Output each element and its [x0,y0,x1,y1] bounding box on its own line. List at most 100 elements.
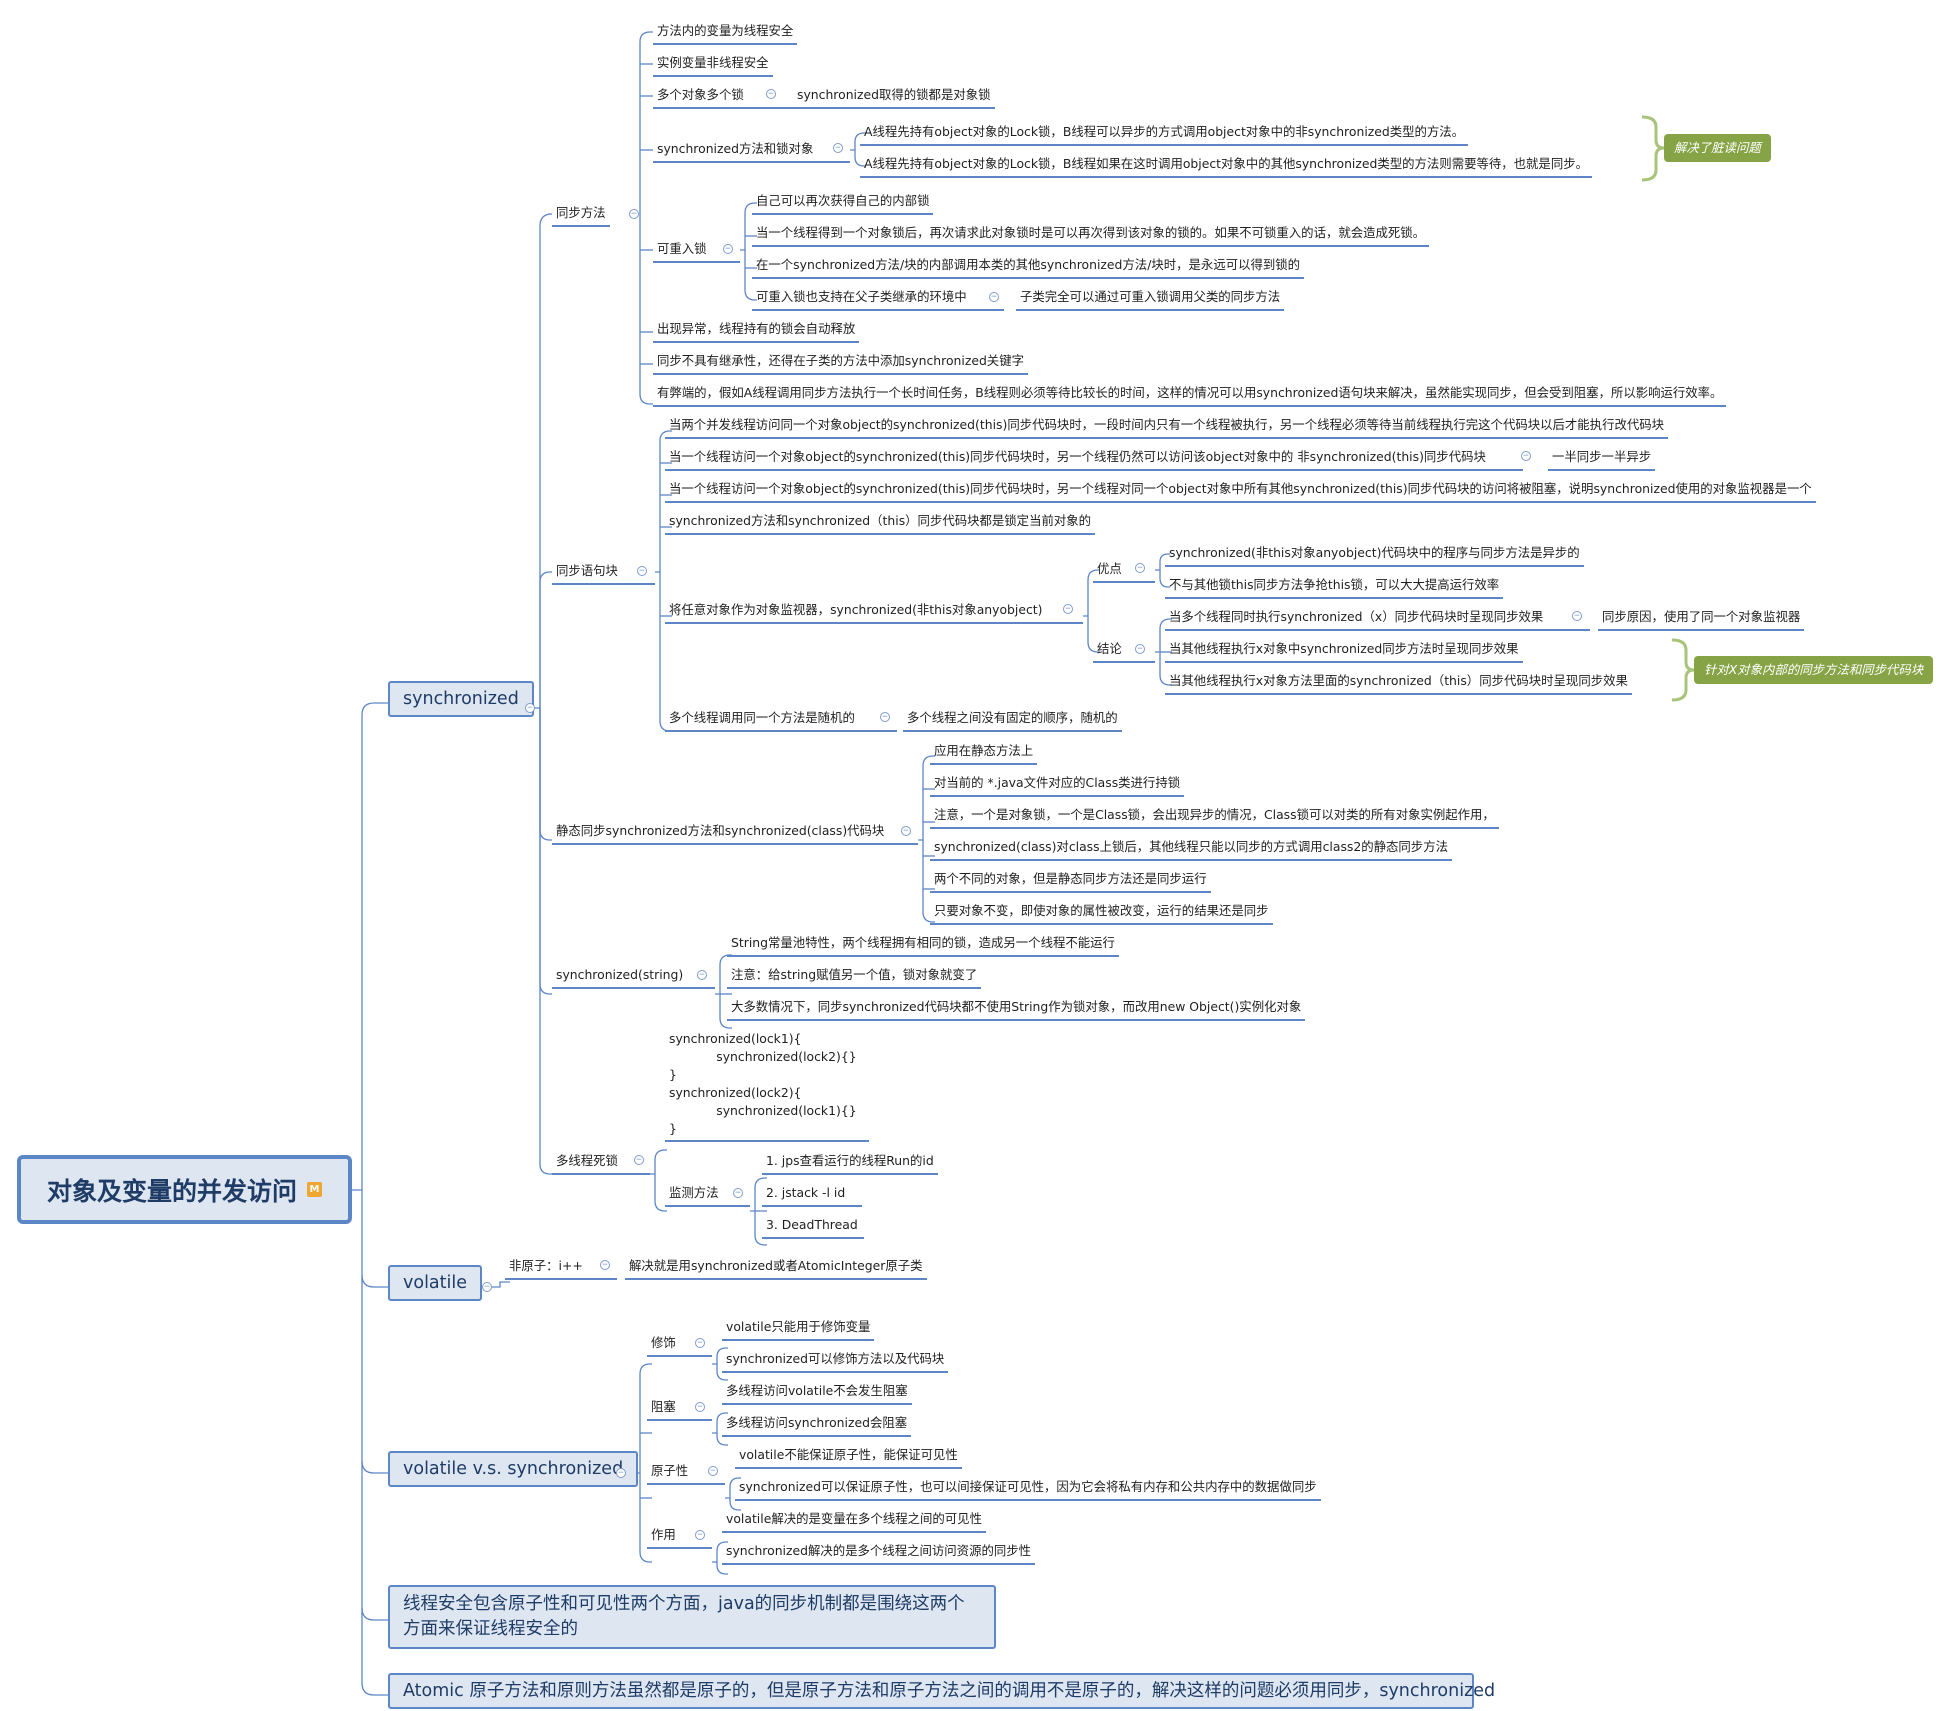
root-topic[interactable]: 对象及变量的并发访问 M [17,1155,352,1224]
node-block[interactable]: 阻塞 [647,1398,712,1421]
node-reentrant-2[interactable]: 当一个线程得到一个对象锁后，再次请求此对象锁时是可以再次得到该对象的锁的。如果不… [752,224,1430,247]
topic-vs-label: volatile v.s. synchronized [403,1459,624,1479]
node-atomicity[interactable]: 原子性 [647,1462,725,1485]
collapse-toggle-icon[interactable]: − [880,712,890,722]
node-effect[interactable]: 作用 [647,1526,712,1549]
node-static-4[interactable]: synchronized(class)对class上锁后，其他线程只能以同步的方… [930,838,1452,861]
node-pros-1[interactable]: synchronized(非this对象anyobject)代码块中的程序与同步… [1165,544,1584,567]
node-atomicity-1[interactable]: volatile不能保证原子性，能保证可见性 [735,1446,962,1469]
node-deadlock[interactable]: 多线程死锁 [552,1152,650,1175]
node-conc-1-child[interactable]: 同步原因，使用了同一个对象监视器 [1598,608,1805,631]
node-static-sync[interactable]: 静态同步synchronized方法和synchronized(class)代码… [552,822,918,845]
node-reentrant-3[interactable]: 在一个synchronized方法/块的内部调用本类的其他synchronize… [752,256,1305,279]
node-conc-1[interactable]: 当多个线程同时执行synchronized（x）同步代码块时呈现同步效果 [1165,608,1590,631]
node-monitor-3[interactable]: 3. DeadThread [762,1216,864,1239]
node-multi-obj[interactable]: 多个对象多个锁 [653,86,793,109]
node-sync-method[interactable]: 同步方法 [552,204,610,227]
collapse-toggle-icon[interactable]: − [629,209,639,219]
node-effect-1[interactable]: volatile解决的是变量在多个线程之间的可见性 [722,1510,986,1533]
node-static-3[interactable]: 注意，一个是对象锁，一个是Class锁，会出现异步的情况，Class锁可以对类的… [930,806,1499,829]
node-string-3[interactable]: 大多数情况下，同步synchronized代码块都不使用String作为锁对象，… [727,998,1306,1021]
node-multi-obj-child[interactable]: synchronized取得的锁都是对象锁 [793,86,995,109]
collapse-toggle-icon[interactable]: − [1521,451,1531,461]
node-block-1[interactable]: 当两个并发线程访问同一个对象object的synchronized(this)同… [665,416,1669,439]
node-reentrant-1[interactable]: 自己可以再次获得自己的内部锁 [752,192,934,215]
node-block-5[interactable]: 将任意对象作为对象监视器，synchronized(非this对象anyobje… [665,601,1083,624]
node-reentrant-4[interactable]: 可重入锁也支持在父子类继承的环境中 [752,288,1004,311]
node-exception[interactable]: 出现异常，线程持有的锁会自动释放 [653,320,860,343]
node-modifier[interactable]: 修饰 [647,1334,712,1357]
topic-thread-safety[interactable]: 线程安全包含原子性和可见性两个方面，java的同步机制都是围绕这两个方面来保证线… [388,1585,996,1649]
node-drawback[interactable]: 有弊端的，假如A线程调用同步方法执行一个长时间任务，B线程则必须等待比较长的时间… [653,384,1727,407]
topic-volatile[interactable]: volatile [388,1265,483,1301]
node-block-2-vs[interactable]: 多线程访问synchronized会阻塞 [722,1414,912,1437]
node-monitor-1[interactable]: 1. jps查看运行的线程Run的id [762,1152,938,1175]
node-block-2-child[interactable]: 一半同步一半异步 [1548,448,1656,471]
collapse-toggle-icon[interactable]: − [708,1466,718,1476]
node-block-1-vs[interactable]: 多线程访问volatile不会发生阻塞 [722,1382,912,1405]
collapse-toggle-icon[interactable]: − [697,970,707,980]
collapse-toggle-icon[interactable]: − [634,1155,644,1165]
collapse-toggle-icon[interactable]: − [1135,563,1145,573]
node-block-2[interactable]: 当一个线程访问一个对象object的synchronized(this)同步代码… [665,448,1523,471]
collapse-toggle-icon[interactable]: − [637,566,647,576]
node-method-lock[interactable]: synchronized方法和锁对象 [653,140,850,163]
node-atomicity-2[interactable]: synchronized可以保证原子性，也可以间接保证可见性，因为它会将私有内存… [735,1478,1321,1501]
collapse-toggle-icon[interactable]: − [833,143,843,153]
collapse-toggle-icon[interactable]: − [1063,604,1073,614]
root-title: 对象及变量的并发访问 [46,1176,297,1206]
collapse-toggle-icon[interactable]: − [525,703,535,713]
node-reentrant[interactable]: 可重入锁 [653,240,740,263]
node-method-lock-b[interactable]: A线程先持有object对象的Lock锁，B线程如果在这时调用object对象中… [860,155,1592,178]
node-pros-2[interactable]: 不与其他锁this同步方法争抢this锁，可以大大提高运行效率 [1165,576,1504,599]
collapse-toggle-icon[interactable]: − [695,1402,705,1412]
node-static-5[interactable]: 两个不同的对象，但是静态同步方法还是同步运行 [930,870,1211,893]
node-monitor[interactable]: 监测方法 [665,1184,750,1207]
node-non-atomic[interactable]: 非原子：i++ [505,1257,617,1280]
node-conc-3[interactable]: 当其他线程执行x对象方法里面的synchronized（this）同步代码块时呈… [1165,672,1632,695]
node-block-6-child[interactable]: 多个线程之间没有固定的顺序，随机的 [903,709,1122,732]
collapse-toggle-icon[interactable]: − [616,1468,626,1478]
topic-atomic[interactable]: Atomic 原子方法和原则方法虽然都是原子的，但是原子方法和原子方法之间的调用… [388,1673,1495,1709]
node-conclusion[interactable]: 结论 [1093,640,1155,663]
node-modifier-1[interactable]: volatile只能用于修饰变量 [722,1318,875,1341]
node-monitor-2[interactable]: 2. jstack -l id [762,1184,862,1207]
topic-synchronized-label: synchronized [403,689,519,709]
node-static-1[interactable]: 应用在静态方法上 [930,742,1038,765]
collapse-toggle-icon[interactable]: − [766,89,776,99]
collapse-toggle-icon[interactable]: − [989,292,999,302]
collapse-toggle-icon[interactable]: − [733,1188,743,1198]
node-static-6[interactable]: 只要对象不变，即使对象的属性被改变，运行的结果还是同步 [930,902,1273,925]
topic-synchronized[interactable]: synchronized [388,681,534,717]
node-string-2[interactable]: 注意：给string赋值另一个值，锁对象就变了 [727,966,982,989]
node-block-3[interactable]: 当一个线程访问一个对象object的synchronized(this)同步代码… [665,480,1816,503]
topic-volatile-label: volatile [403,1273,468,1293]
node-block-4[interactable]: synchronized方法和synchronized（this）同步代码块都是… [665,512,1096,535]
node-string-1[interactable]: String常量池特性，两个线程拥有相同的锁，造成另一个线程不能运行 [727,934,1119,957]
node-volatile-solution[interactable]: 解决就是用synchronized或者AtomicInteger原子类 [625,1257,927,1280]
collapse-toggle-icon[interactable]: − [1135,644,1145,654]
node-static-2[interactable]: 对当前的 *.java文件对应的Class类进行持锁 [930,774,1185,797]
node-reentrant-4-child[interactable]: 子类完全可以通过可重入锁调用父类的同步方法 [1016,288,1285,311]
collapse-toggle-icon[interactable]: − [600,1260,610,1270]
node-no-inherit[interactable]: 同步不具有继承性，还得在子类的方法中添加synchronized关键字 [653,352,1028,375]
collapse-toggle-icon[interactable]: − [723,244,733,254]
node-block-6[interactable]: 多个线程调用同一个方法是随机的 [665,709,897,732]
node-conc-2[interactable]: 当其他线程执行x对象中synchronized同步方法时呈现同步效果 [1165,640,1523,663]
collapse-toggle-icon[interactable]: − [482,1282,492,1292]
node-sync-block[interactable]: 同步语句块 [552,562,655,585]
node-local-var[interactable]: 方法内的变量为线程安全 [653,22,798,45]
node-deadlock-code[interactable]: synchronized(lock1){ synchronized(lock2)… [665,1030,869,1142]
collapse-toggle-icon[interactable]: − [901,826,911,836]
topic-volatile-vs-synchronized[interactable]: volatile v.s. synchronized [388,1451,639,1487]
node-pros[interactable]: 优点 [1093,560,1155,583]
node-effect-2[interactable]: synchronized解决的是多个线程之间访问资源的同步性 [722,1542,1036,1565]
collapse-toggle-icon[interactable]: − [1572,611,1582,621]
node-method-lock-a[interactable]: A线程先持有object对象的Lock锁，B线程可以异步的方式调用object对… [860,123,1469,146]
note-x-object: 针对X对象内部的同步方法和同步代码块 [1694,656,1934,684]
node-modifier-2[interactable]: synchronized可以修饰方法以及代码块 [722,1350,949,1373]
collapse-toggle-icon[interactable]: − [695,1530,705,1540]
node-sync-string[interactable]: synchronized(string) [552,966,715,989]
collapse-toggle-icon[interactable]: − [695,1338,705,1348]
node-instance-var[interactable]: 实例变量非线程安全 [653,54,773,77]
